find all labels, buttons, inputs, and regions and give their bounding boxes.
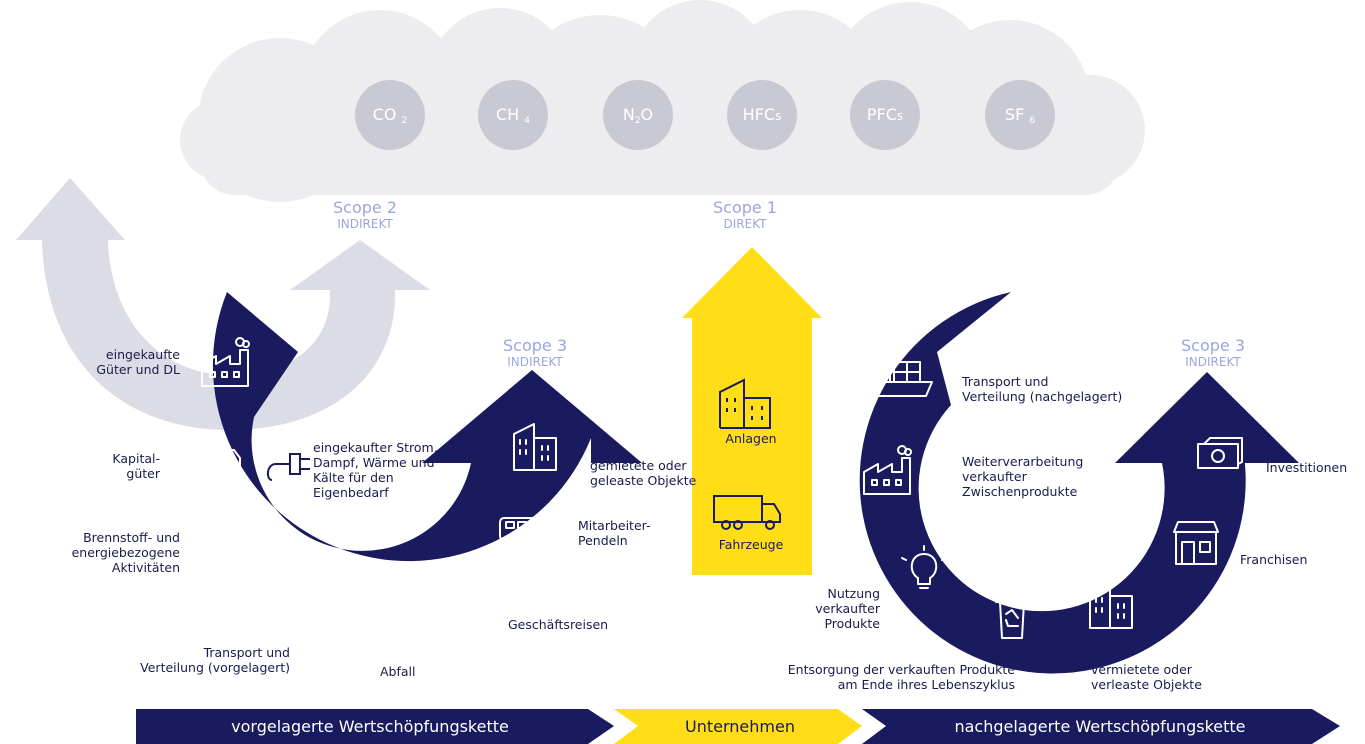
gas-pfcs: PFCs — [850, 80, 920, 150]
label-franchises: Franchisen — [1240, 552, 1308, 567]
plug-icon — [266, 453, 310, 481]
airplane-icon — [455, 574, 493, 613]
company-band-arrow — [614, 709, 862, 744]
scope3-downstream-subtitle: INDIREKT — [1185, 355, 1241, 369]
gas-hfcs-label: HFC — [742, 105, 776, 124]
scope1-subtitle: DIREKT — [723, 217, 767, 231]
leased-out-building-icon — [1089, 581, 1133, 629]
label-transport-downstream: Transport und Verteilung (nachgelagert) — [962, 374, 1123, 404]
label-capital-goods: Kapital- güter — [112, 451, 160, 481]
scope3-upstream-subtitle: INDIREKT — [507, 355, 563, 369]
scope2-subtitle: INDIREKT — [337, 217, 393, 231]
gas-sf6-sub: 6 — [1029, 116, 1036, 126]
label-purchased-goods: eingekaufte Güter und DL — [96, 347, 180, 377]
gas-n2o-sub: 2 — [634, 116, 641, 126]
label-end-of-life: Entsorgung der verkauften Produkte am En… — [787, 662, 1015, 692]
storefront-icon — [1173, 521, 1219, 565]
ship-downstream-icon — [867, 361, 933, 397]
value-chain-band — [136, 709, 1340, 744]
band-company-text: Unternehmen — [685, 717, 795, 736]
scope3-downstream-label: Scope 3 INDIREKT — [1158, 336, 1268, 370]
label-waste: Abfall — [380, 664, 416, 679]
label-leased-assets-upstream: gemietete oder geleaste Objekte — [590, 458, 697, 488]
label-business-travel: Geschäftsreisen — [508, 617, 609, 632]
factory-icon — [201, 337, 250, 387]
gas-n2o: N2O — [603, 80, 673, 150]
label-leased-assets-downstream: vermietete oder verleaste Objekte — [1091, 662, 1202, 692]
gas-co2: CO 2 — [355, 80, 425, 150]
scope2-title: Scope 2 — [332, 198, 397, 217]
coal-cart-icon — [213, 524, 253, 563]
scope3-upstream-label: Scope 3 INDIREKT — [480, 336, 590, 370]
scope1-label: Scope 1 DIREKT — [690, 198, 800, 232]
gas-sf6-label: SF — [1004, 105, 1025, 124]
label-use-of-products: Nutzung verkaufter Produkte — [815, 586, 880, 631]
upstream-band-arrow — [136, 709, 614, 744]
scope1-arrow — [682, 247, 822, 575]
label-purchased-energy: eingekaufter Strom, Dampf, Wärme und Käl… — [313, 440, 438, 500]
gas-co2-label: CO — [372, 105, 397, 124]
train-icon — [499, 517, 541, 547]
label-facilities: Anlagen — [725, 431, 777, 446]
gas-ch4-label: CH — [495, 105, 520, 124]
label-processing: Weiterverarbeitung verkaufter Zwischenpr… — [962, 454, 1084, 499]
label-transport-upstream: Transport und Verteilung (vorgelagert) — [140, 645, 290, 675]
label-vehicles: Fahrzeuge — [718, 537, 784, 552]
lightbulb-icon — [901, 545, 947, 589]
label-fuel-energy: Brennstoff- und energiebezogene Aktivitä… — [71, 530, 180, 575]
waste-container-icon — [365, 603, 409, 640]
scope2-arrow — [16, 178, 430, 430]
money-icon — [1197, 437, 1243, 469]
scope2-label: Scope 2 INDIREKT — [310, 198, 420, 232]
label-investments: Investitionen — [1266, 460, 1348, 475]
gas-sf6: SF 6 — [985, 80, 1055, 150]
gas-n2o-tail: O — [640, 105, 654, 124]
gas-pfcs-label: PFC — [866, 105, 897, 124]
scope1-title: Scope 1 — [712, 198, 777, 217]
gas-hfcs-tail: s — [775, 109, 782, 123]
gas-ch4: CH 4 — [478, 80, 548, 150]
leased-building-icon — [513, 423, 557, 471]
recycle-bin-icon — [995, 601, 1029, 639]
gas-pfcs-tail: s — [896, 109, 904, 123]
scope3-upstream-title: Scope 3 — [502, 336, 567, 355]
facility-building-icon — [719, 378, 771, 429]
band-upstream-text: vorgelagerte Wertschöpfungskette — [231, 717, 509, 736]
truck-icon — [713, 495, 781, 530]
label-commuting: Mitarbeiter- Pendeln — [578, 518, 651, 548]
scope3-upstream-arrow — [212, 292, 642, 562]
gas-ch4-sub: 4 — [524, 116, 531, 126]
gas-co2-sub: 2 — [401, 116, 408, 126]
factory-downstream-icon — [863, 445, 912, 495]
scope3-downstream-arrow — [859, 292, 1299, 674]
gas-hfcs: HFCs — [727, 80, 797, 150]
crane-truck-icon — [179, 439, 241, 477]
downstream-band-arrow — [862, 709, 1340, 744]
gas-n2o-label: N — [622, 105, 635, 124]
ship-icon — [263, 577, 329, 613]
scope3-downstream-title: Scope 3 — [1180, 336, 1245, 355]
band-downstream-text: nachgelagerte Wertschöpfungskette — [954, 717, 1246, 736]
